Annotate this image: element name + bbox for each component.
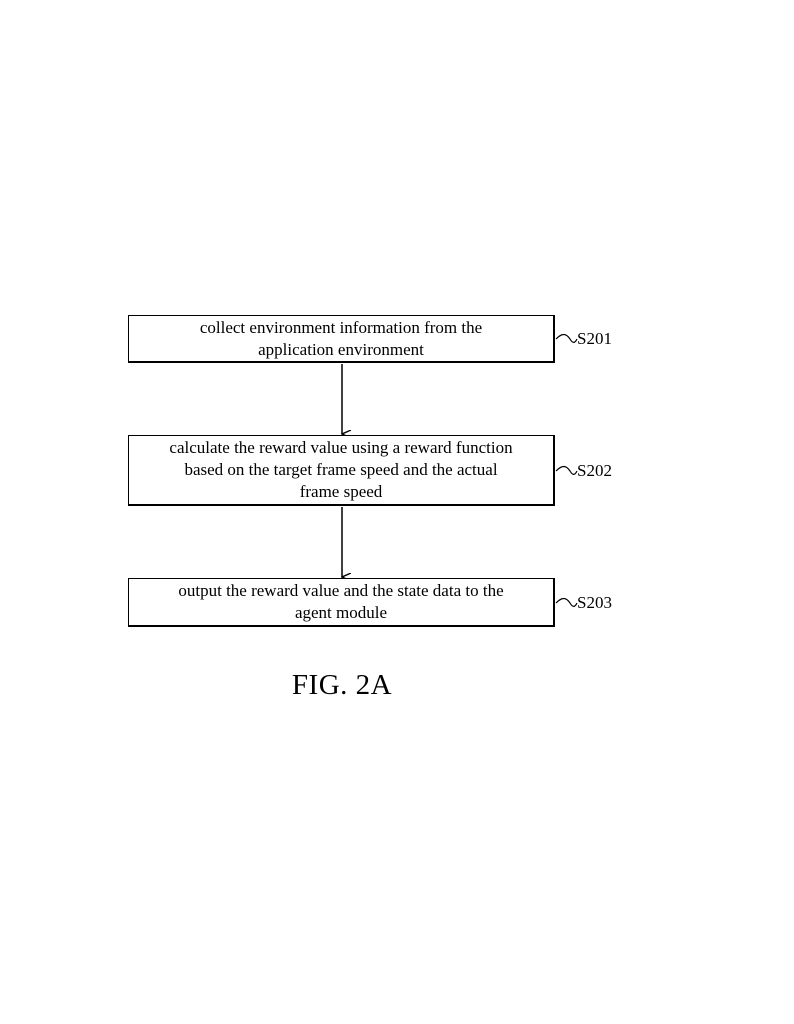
step-text-s203: output the reward value and the state da… [178,581,504,622]
step-box-s203: output the reward value and the state da… [128,578,555,627]
step-text-s201: collect environment information from the… [199,317,483,359]
step-label-s202: S202 [577,461,612,480]
leader-line-step1 [555,333,578,343]
step-box-s202: calculate the reward value using a rewar… [128,435,555,506]
leader-line-step2 [555,465,578,475]
step-text-s202: calculate the reward value using a rewar… [169,438,513,501]
leader-line-step3 [555,597,578,607]
step-label-s203: S203 [577,593,612,612]
figure-caption: FIG. 2A [291,669,393,701]
step-box-s201: collect environment information from the… [128,315,555,363]
step-label-s201: S201 [577,329,612,348]
